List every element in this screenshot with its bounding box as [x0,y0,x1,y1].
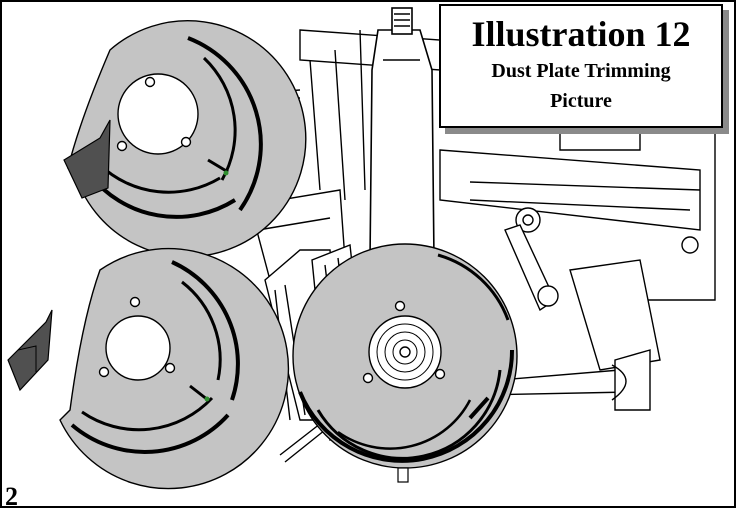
installed-dust-plate [292,243,518,483]
illustration-title: Illustration 12 [471,14,691,54]
dust-plate-top [67,20,307,258]
strut-upright [369,7,435,301]
trim-piece-bottom [7,309,53,392]
dust-plate-bottom [59,247,290,490]
page-number: 2 [5,482,18,511]
illustration-title-box: Illustration 12 Dust Plate Trimming Pict… [439,4,723,128]
illustration-subtitle-line1: Dust Plate Trimming [491,60,671,82]
trim-piece-top [63,119,111,199]
illustration-subtitle-line2: Picture [550,90,612,112]
